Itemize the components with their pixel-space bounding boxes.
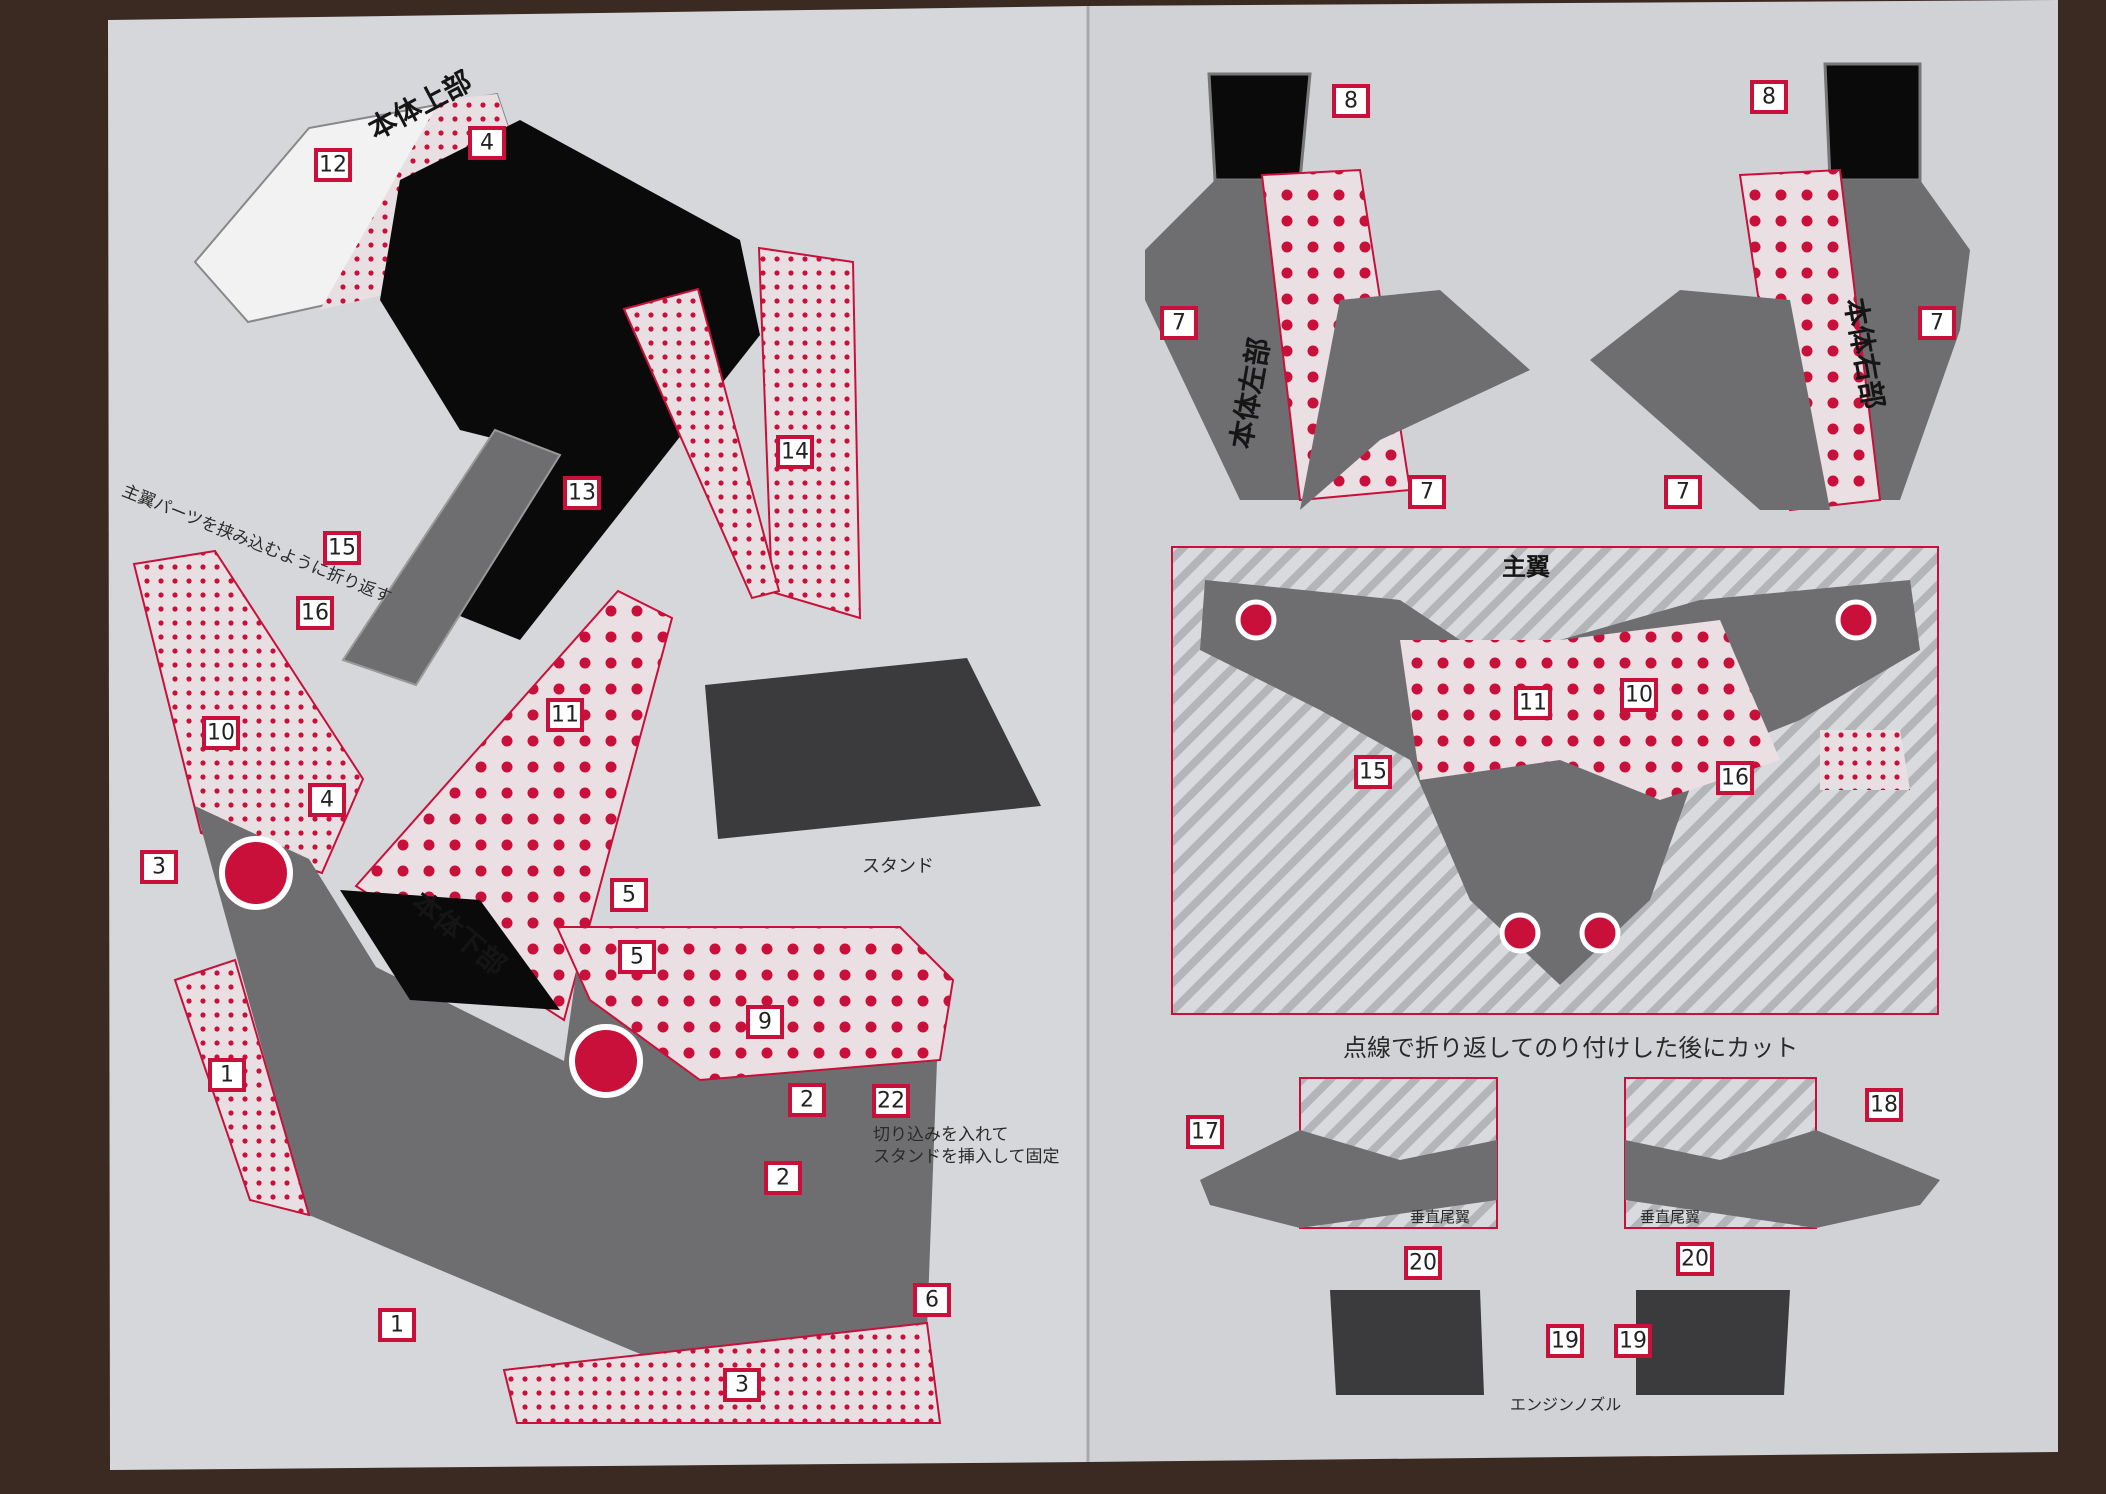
part-tag: 17: [1186, 1115, 1224, 1149]
part-tag: 1: [208, 1058, 246, 1092]
part-tag: 20: [1404, 1246, 1442, 1280]
stand-part: [705, 658, 1041, 839]
part-tag: 13: [563, 476, 601, 510]
engine-nozzle-left: [1330, 1290, 1484, 1395]
svg-text:5: 5: [622, 883, 636, 908]
engine-nozzle-right: [1636, 1290, 1790, 1395]
svg-text:20: 20: [1681, 1247, 1709, 1272]
wing-part-10: [132, 549, 365, 875]
svg-text:16: 16: [1721, 766, 1749, 791]
part-tag: 4: [468, 126, 506, 160]
stand-label: スタンド: [862, 856, 934, 877]
stand-note-line1: 切り込みを入れて: [873, 1125, 1009, 1145]
lower-body-part: [195, 806, 940, 1356]
part-tag: 4: [308, 783, 346, 817]
svg-text:16: 16: [301, 601, 329, 626]
part-tag: 14: [776, 435, 814, 469]
svg-text:15: 15: [328, 536, 356, 561]
svg-text:15: 15: [1359, 760, 1387, 785]
part-tag: 5: [610, 878, 648, 912]
svg-text:11: 11: [551, 703, 579, 728]
svg-text:17: 17: [1191, 1120, 1219, 1145]
svg-text:7: 7: [1172, 311, 1186, 336]
svg-text:2: 2: [776, 1166, 790, 1191]
part-tag: 15: [323, 531, 361, 565]
svg-text:8: 8: [1762, 85, 1776, 110]
svg-text:10: 10: [207, 721, 235, 746]
part-tag: 2: [764, 1161, 802, 1195]
svg-text:1: 1: [220, 1063, 234, 1088]
part-tag: 11: [1514, 686, 1552, 720]
svg-text:8: 8: [1344, 89, 1358, 114]
part-tag: 12: [314, 148, 352, 182]
svg-text:10: 10: [1625, 683, 1653, 708]
svg-text:4: 4: [320, 788, 334, 813]
main-wing-sheet: [1171, 546, 1939, 1015]
svg-text:6: 6: [925, 1288, 939, 1313]
part-tag: 7: [1160, 306, 1198, 340]
svg-text:12: 12: [319, 153, 347, 178]
part-tag: 15: [1354, 755, 1392, 789]
part-tag: 5: [618, 940, 656, 974]
part-tag: 6: [913, 1283, 951, 1317]
right-body-part: [1590, 62, 1970, 512]
vertical-tail-left: [1200, 1077, 1498, 1229]
svg-text:7: 7: [1676, 480, 1690, 505]
part-tag: 8: [1332, 84, 1370, 118]
vertical-tail-label-left: 垂直尾翼: [1410, 1208, 1470, 1226]
roundel: [569, 1024, 643, 1098]
part-tag: 3: [723, 1368, 761, 1402]
part-tag: 20: [1676, 1242, 1714, 1276]
part-tag: 19: [1546, 1324, 1584, 1358]
vertical-tail-right: [1624, 1077, 1940, 1229]
main-wing-label: 主翼: [1502, 553, 1550, 581]
svg-text:3: 3: [735, 1373, 749, 1398]
part-tag: 7: [1918, 306, 1956, 340]
part-tag: 10: [202, 716, 240, 750]
cockpit-black: [340, 890, 560, 1010]
svg-text:7: 7: [1930, 311, 1944, 336]
stand-note-tag: 22: [872, 1084, 910, 1118]
svg-text:19: 19: [1551, 1329, 1579, 1354]
part-tag: 10: [1620, 678, 1658, 712]
svg-text:13: 13: [568, 481, 596, 506]
part-tag: 16: [1716, 761, 1754, 795]
svg-text:7: 7: [1420, 480, 1434, 505]
part-tag: 7: [1408, 475, 1446, 509]
part-tag: 9: [746, 1005, 784, 1039]
left-body-part: [1145, 72, 1530, 510]
svg-text:4: 4: [480, 131, 494, 156]
fold-cut-note: 点線で折り返してのり付けした後にカット: [1343, 1034, 1798, 1062]
part-tag: 1: [378, 1308, 416, 1342]
vertical-tail-label-right: 垂直尾翼: [1640, 1208, 1700, 1226]
svg-text:2: 2: [800, 1088, 814, 1113]
svg-text:18: 18: [1870, 1093, 1898, 1118]
part-tag: 2: [788, 1083, 826, 1117]
svg-text:22: 22: [877, 1089, 905, 1114]
svg-text:5: 5: [630, 945, 644, 970]
svg-text:3: 3: [152, 855, 166, 880]
svg-text:1: 1: [390, 1313, 404, 1338]
svg-text:9: 9: [758, 1010, 772, 1035]
svg-text:19: 19: [1619, 1329, 1647, 1354]
part-tag: 3: [140, 850, 178, 884]
bottom-strip-3: [502, 1321, 942, 1424]
svg-text:20: 20: [1409, 1251, 1437, 1276]
svg-text:14: 14: [781, 440, 809, 465]
svg-text:11: 11: [1519, 691, 1547, 716]
part-tag: 16: [296, 596, 334, 630]
engine-nozzle-label: エンジンノズル: [1510, 1395, 1621, 1414]
part-tag: 7: [1664, 475, 1702, 509]
roundel: [219, 836, 293, 910]
part-tag: 18: [1865, 1088, 1903, 1122]
dotted-strip-14: [757, 246, 862, 620]
dotted-strip-13: [622, 287, 781, 600]
part-tag: 11: [546, 698, 584, 732]
part-tag: 8: [1750, 80, 1788, 114]
part-tag: 19: [1614, 1324, 1652, 1358]
stand-note-line2: スタンドを挿入して固定: [873, 1147, 1060, 1167]
